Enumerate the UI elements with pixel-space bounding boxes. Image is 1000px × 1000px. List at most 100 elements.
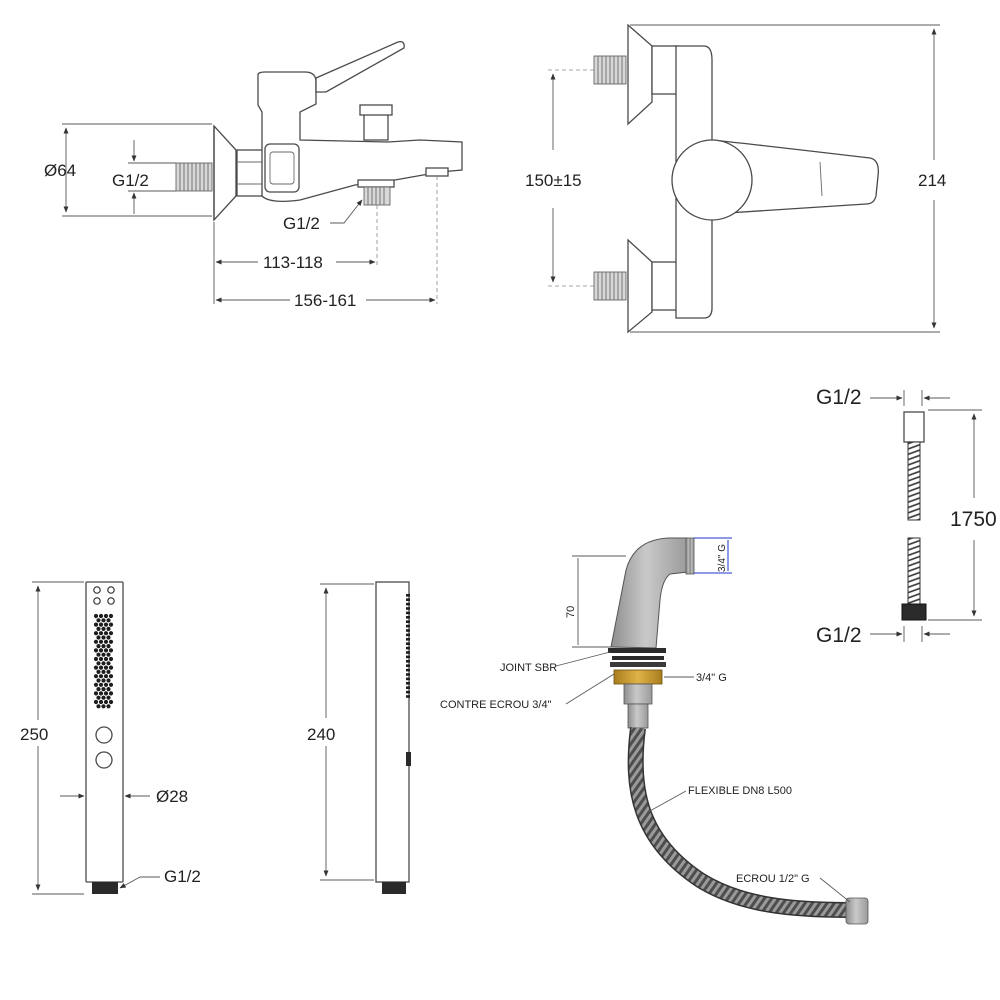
dim-156-161-label: 156-161 (294, 291, 356, 310)
side-nozzle (406, 598, 410, 601)
nozzle-dot (108, 699, 114, 705)
nozzle-dot (93, 613, 99, 619)
nozzle-dot (101, 704, 106, 709)
side-nozzle (406, 638, 410, 641)
nozzle-dot (103, 648, 109, 653)
nozzle-dot (98, 674, 104, 679)
nozzle-dot (108, 622, 114, 627)
spout-thread-label-vertical: 3/4" G (717, 544, 728, 572)
nozzle-dot (106, 678, 111, 683)
nozzle-dot (96, 669, 101, 675)
nozzle-dot (96, 626, 101, 632)
mixer-inlet-thread-label: G1/2 (112, 171, 149, 190)
nozzle-dot (96, 678, 101, 683)
shank-thread-label: 3/4" G (696, 672, 727, 684)
hand-shower-front-view: 250 Ø28 G1/2 (20, 581, 201, 895)
deck-diverter-assembly: 3/4" G 70 JOINT SBR CONTRE ECROU 3/4" 3/… (440, 537, 869, 925)
side-nozzle (406, 642, 410, 645)
nozzle-dot (101, 687, 106, 692)
nozzle-dot (98, 639, 104, 644)
side-nozzle (406, 664, 410, 667)
side-nozzles (406, 594, 410, 698)
nozzle-dot (108, 665, 114, 670)
nozzle-dot (98, 665, 104, 670)
side-nozzle (406, 629, 410, 632)
nozzle-dot (106, 687, 111, 692)
hand-shower-thread-label: G1/2 (164, 867, 201, 886)
nozzle-dot (106, 695, 111, 700)
nozzle-dot (98, 682, 104, 687)
nozzle-dot (108, 682, 114, 687)
nozzle-dot (103, 656, 109, 662)
nozzle-dot (96, 635, 101, 640)
spray-nozzles (93, 586, 115, 709)
hose-top-thread-label: G1/2 (816, 386, 862, 409)
nozzle-dot (98, 613, 104, 619)
side-nozzle (406, 677, 410, 681)
nozzle-dot (101, 661, 106, 666)
nozzle-dot (101, 626, 106, 632)
mixer-side-view: Ø64 G1/2 G1/2 113-118 156-161 (44, 40, 463, 310)
side-nozzle (406, 651, 410, 654)
nozzle-dot (106, 704, 111, 709)
hand-shower-side-length-label: 240 (307, 725, 335, 744)
nozzle-ring (93, 597, 101, 605)
spout-height-label: 70 (565, 606, 577, 618)
nozzle-dot (103, 631, 109, 636)
mixer-diameter-label: Ø64 (44, 161, 76, 180)
nozzle-dot (98, 648, 104, 653)
side-nozzle (406, 594, 410, 597)
hand-shower-diameter-label: Ø28 (156, 787, 188, 806)
nozzle-dot (103, 674, 109, 679)
nozzle-ring (107, 597, 115, 605)
nozzle-ring (107, 586, 115, 594)
shower-hose: G1/2 1750 G1/2 (816, 386, 997, 647)
nozzle-dot (96, 644, 101, 649)
nozzle-dot (108, 631, 114, 636)
nozzle-dot (103, 691, 109, 696)
nozzle-dot (108, 639, 114, 644)
nozzle-dot (98, 699, 104, 705)
nozzle-dot (93, 648, 99, 653)
nozzle-dot (101, 635, 106, 640)
nozzle-dot (93, 699, 99, 705)
nozzle-dot (98, 691, 104, 696)
side-nozzle (406, 646, 410, 650)
nozzle-dot (103, 699, 109, 705)
nozzle-dot (108, 691, 114, 696)
locknut-label: CONTRE ECROU 3/4" (440, 699, 552, 711)
nozzle-dot (101, 652, 106, 657)
nozzle-dot (93, 656, 99, 662)
nozzle-dot (106, 626, 111, 632)
nozzle-dot (106, 669, 111, 675)
inlet-spacing-label: 150±15 (525, 171, 582, 190)
nozzle-dot (96, 695, 101, 700)
nozzle-dot (101, 644, 106, 649)
side-nozzle (406, 690, 410, 694)
nozzle-dot (108, 656, 114, 662)
side-nozzle (406, 633, 410, 637)
nozzle-dot (96, 618, 101, 623)
nozzle-dot (106, 618, 111, 623)
nozzle-dot (103, 682, 109, 687)
hose-length-label: 1750 (950, 508, 997, 531)
nozzle-dot (96, 687, 101, 692)
nozzle-dot (96, 652, 101, 657)
nozzle-dot (101, 695, 106, 700)
mixer-outlet-thread-label: G1/2 (283, 214, 320, 233)
side-nozzle (406, 607, 410, 610)
side-nozzle (406, 682, 410, 685)
side-nozzle (406, 673, 410, 676)
nozzle-dot (106, 644, 111, 649)
side-nozzle (406, 686, 410, 689)
mixer-height-label: 214 (918, 171, 946, 190)
nozzle-dot (98, 631, 104, 636)
side-nozzle (406, 668, 410, 672)
nozzle-dot (96, 661, 101, 666)
mixer-front-view: 150±15 214 (525, 23, 946, 334)
hand-shower-side-view: 240 (307, 581, 411, 894)
nozzle-dot (108, 674, 114, 679)
flexible-hose-label: FLEXIBLE DN8 L500 (688, 785, 792, 797)
nozzle-dot (93, 691, 99, 696)
